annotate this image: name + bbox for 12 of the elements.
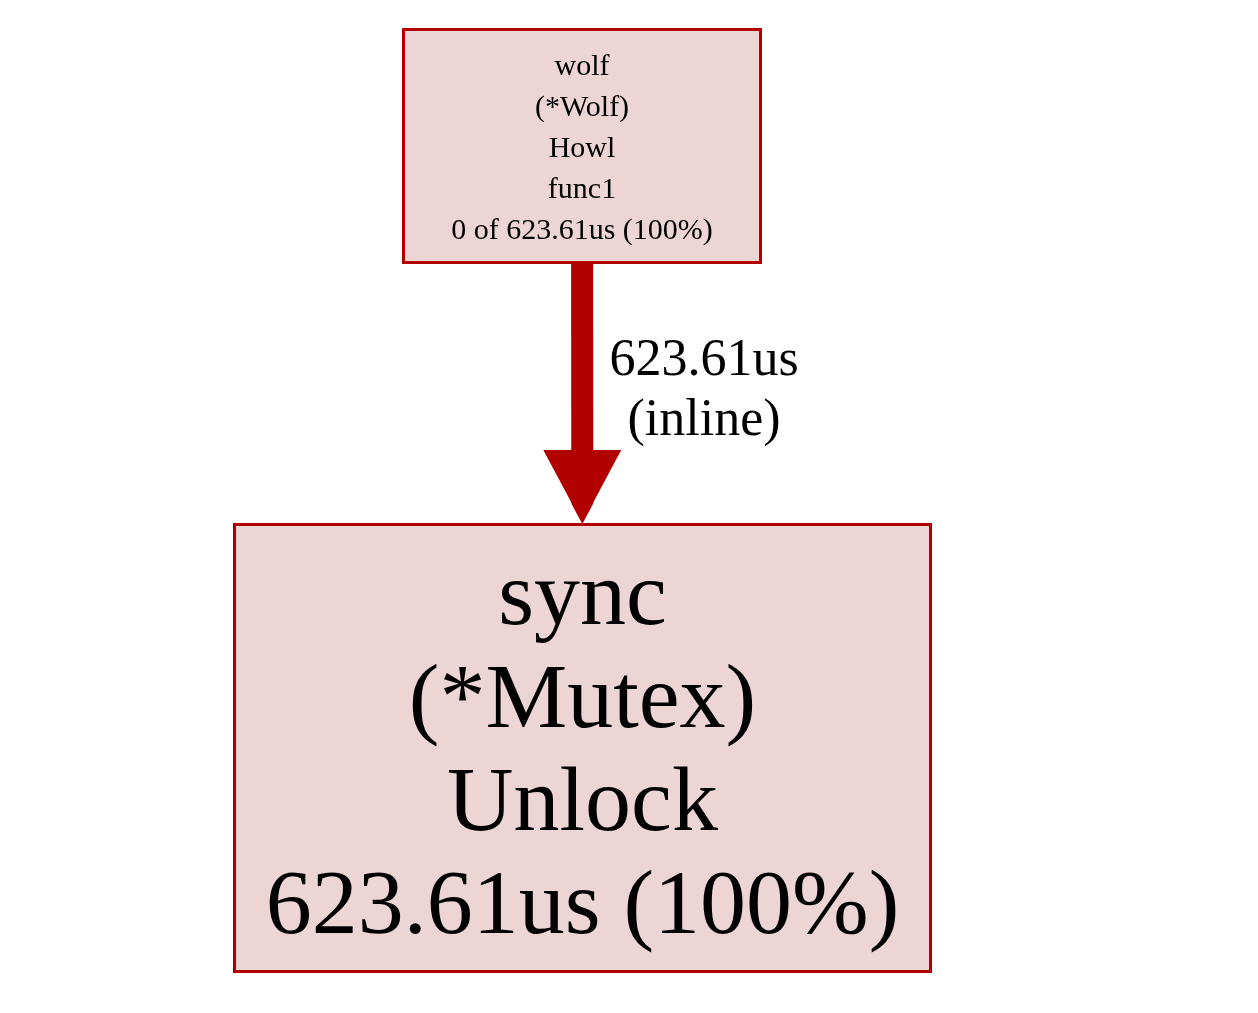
function-label-line: func1 bbox=[547, 169, 617, 206]
function-label-line: (*Mutex) bbox=[408, 645, 757, 748]
function-label-line: 623.61us (100%) bbox=[265, 851, 900, 954]
arrow bbox=[543, 264, 622, 523]
function-label-line: Unlock bbox=[447, 748, 718, 851]
function-label-line: sync bbox=[498, 542, 667, 645]
function-box bbox=[233, 523, 932, 973]
function-box bbox=[402, 28, 762, 264]
function-label-line: 0 of 623.61us (100%) bbox=[451, 210, 713, 247]
function-label-line: wolf bbox=[554, 46, 610, 83]
function-label-line: (*Wolf) bbox=[534, 87, 630, 124]
function-label-line: Howl bbox=[548, 128, 616, 165]
